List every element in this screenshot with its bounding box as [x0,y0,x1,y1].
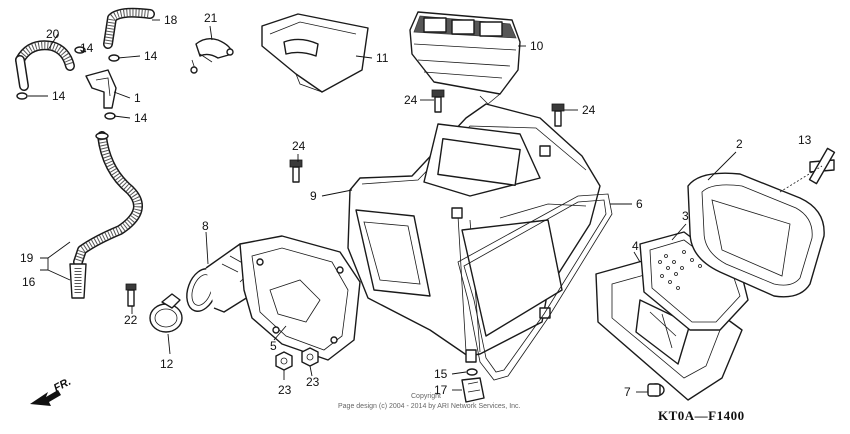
callout-19: 19 [20,251,34,265]
callout-24: 24 [582,103,596,117]
callout-22: 22 [124,313,138,327]
hose-18 [103,7,155,49]
cover-11 [261,13,369,93]
bolt-24-top [431,89,445,113]
funnel-10 [409,11,521,105]
bolt-24-right [551,103,565,127]
callout-14: 14 [52,89,66,103]
nut-23-b [301,347,319,367]
callout-24: 24 [292,139,306,153]
callout-6: 6 [636,197,643,211]
leader-lines [28,19,737,393]
front-label: FR. [52,376,73,395]
callout-1: 1 [134,91,141,105]
wing-bolt-13 [779,147,836,193]
callout-labels: 18 20 14 14 14 1 14 21 11 10 24 24 24 13… [20,11,812,399]
callout-12: 12 [160,357,174,371]
copyright-notice: Page design (c) 2004 - 2014 by ARI Netwo… [338,403,521,410]
cap-7 [647,383,665,397]
callout-13: 13 [798,133,812,147]
callout-7: 7 [624,385,631,399]
cap-16 [69,263,87,299]
callout-17: 17 [434,383,448,397]
front-direction-arrow: FR. [30,376,73,406]
callout-5: 5 [270,339,277,353]
hose-19 [73,131,143,267]
clip-15 [466,368,478,376]
callout-24: 24 [404,93,418,107]
callout-14: 14 [134,111,148,125]
callout-23: 23 [278,383,292,397]
callout-10: 10 [530,39,544,53]
callout-14: 14 [80,41,94,55]
callout-4: 4 [632,239,639,253]
cover-2 [687,172,825,298]
copyright-label: Copyright [411,393,441,400]
callout-8: 8 [202,219,209,233]
callout-16: 16 [22,275,36,289]
callout-9: 9 [310,189,317,203]
callout-15: 15 [434,367,448,381]
gasket-6 [457,193,613,381]
plug-17 [461,377,485,403]
callout-23: 23 [306,375,320,389]
callout-21: 21 [204,11,218,25]
airbox-9 [347,103,601,363]
callout-2: 2 [736,137,743,151]
duct-plate-5 [239,235,361,361]
callout-18: 18 [164,13,178,27]
callout-14: 14 [144,49,158,63]
nut-23-a [275,351,293,371]
callout-11: 11 [376,51,389,65]
bolt-24-left [289,159,303,183]
band-12 [149,293,183,333]
callout-3: 3 [682,209,689,223]
hose-20 [15,40,75,91]
figure-code: KT0A—F1400 [658,408,745,423]
screw-22 [125,283,137,307]
callout-20: 20 [46,27,60,41]
clamp-21 [190,37,234,74]
joint-1 [85,69,117,109]
